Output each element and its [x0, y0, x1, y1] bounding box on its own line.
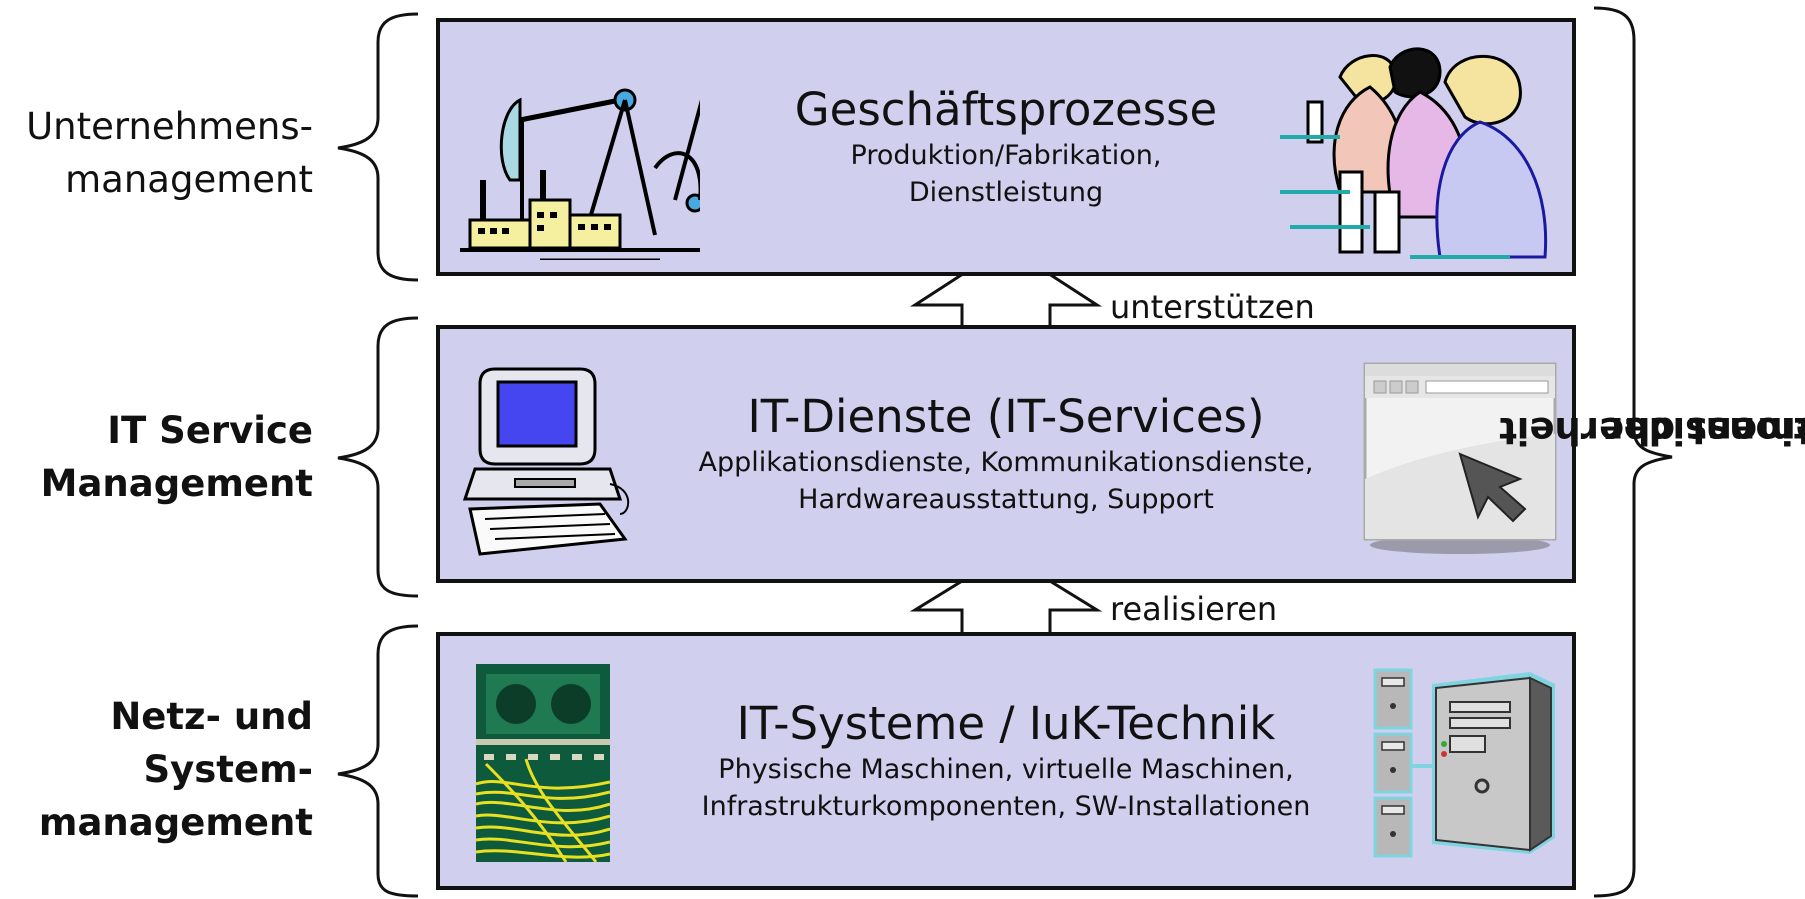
oil-pump-factory-icon — [460, 88, 700, 260]
left-bracket-systems — [337, 624, 419, 898]
layer-desc-systems-line-1: Physische Maschinen, virtuelle Maschinen… — [718, 754, 1294, 785]
left-bracket-business — [337, 12, 419, 282]
left-label-services-line-2: Management — [40, 462, 313, 505]
layer-desc-services-line-2: Hardwareausstattung, Support — [798, 484, 1214, 515]
left-label-it-service-management: IT Service Management — [0, 404, 313, 510]
left-label-systems-line-3: management — [38, 801, 313, 844]
layer-desc-systems-line-2: Infrastrukturkomponenten, SW-Installatio… — [701, 791, 1311, 822]
layer-title-business: Geschäftsprozesse — [794, 83, 1218, 136]
server-tower-icon — [1373, 668, 1555, 858]
left-label-systems-line-1: Netz- und — [110, 695, 313, 738]
layer-it-services: IT-Dienste (IT-Services) Applikationsdie… — [436, 325, 1576, 583]
layer-title-services: IT-Dienste (IT-Services) — [747, 390, 1265, 443]
right-bracket — [1593, 6, 1673, 898]
lab-workers-icon — [1280, 47, 1548, 259]
desktop-computer-icon — [462, 367, 630, 556]
layer-desc-services-line-1: Applikationsdienste, Kommunikationsdiens… — [698, 447, 1314, 478]
left-label-systems-line-2: System- — [143, 748, 313, 791]
layer-desc-business-line-2: Dienstleistung — [908, 177, 1104, 208]
layer-systems-text: IT-Systeme / IuK-Technik Physische Masch… — [630, 636, 1382, 886]
relation-label-realizes: realisieren — [1110, 590, 1278, 628]
layer-it-systems: IT-Systeme / IuK-Technik Physische Masch… — [436, 632, 1576, 890]
relation-label-supports: unterstützen — [1110, 288, 1315, 326]
left-label-network-system-management: Netz- und System- management — [0, 690, 313, 849]
left-label-business-line-2: management — [65, 158, 313, 201]
browser-window-cursor-icon — [1363, 362, 1557, 554]
layer-business-text: Geschäftsprozesse Produktion/Fabrikation… — [630, 22, 1382, 272]
layer-desc-business-line-1: Produktion/Fabrikation, — [850, 140, 1162, 171]
network-cables-photo — [476, 664, 610, 862]
right-label-text: Management der Informationssicherheit — [1499, 192, 1805, 668]
left-label-business-line-1: Unternehmens- — [26, 105, 313, 148]
left-bracket-services — [337, 316, 419, 598]
left-label-business-management: Unternehmens- management — [0, 100, 313, 206]
left-label-services-line-1: IT Service — [107, 409, 313, 452]
right-label-line-2: Informationssicherheit — [1499, 409, 1805, 452]
layer-services-text: IT-Dienste (IT-Services) Applikationsdie… — [630, 329, 1382, 579]
layer-business-processes: Geschäftsprozesse Produktion/Fabrikation… — [436, 18, 1576, 276]
right-label-information-security-management: Management der Informationssicherheit — [1499, 20, 1805, 840]
layer-title-systems: IT-Systeme / IuK-Technik — [736, 697, 1276, 750]
